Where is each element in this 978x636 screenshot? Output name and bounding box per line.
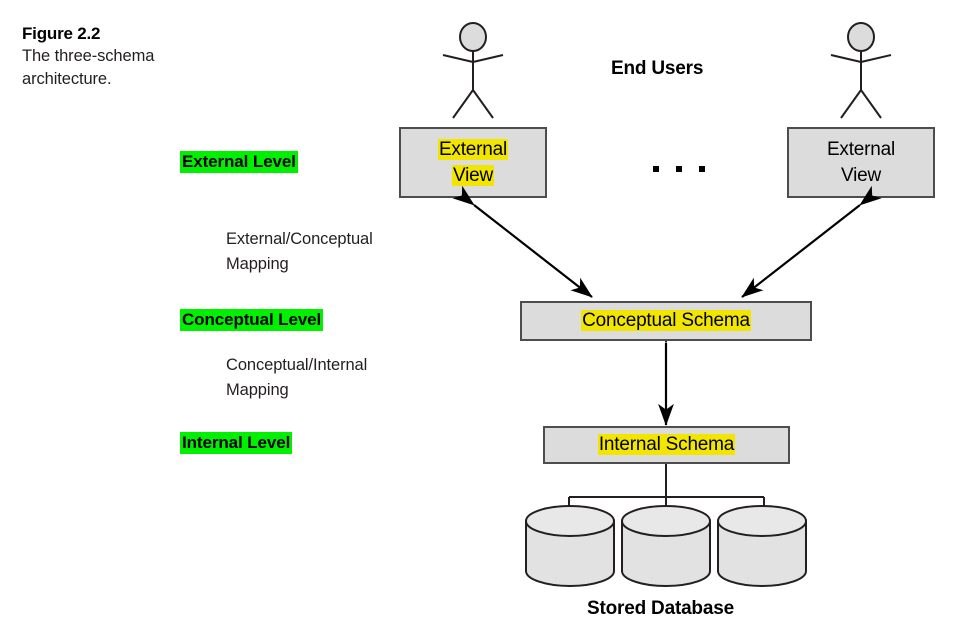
figure-caption: Figure 2.2 The three-schema architecture…: [22, 22, 222, 91]
ellipsis-dot: [653, 166, 659, 172]
database-cylinder-icon: [524, 505, 616, 587]
label-conceptual-internal-mapping: Conceptual/Internal Mapping: [226, 353, 367, 403]
box-conceptual-schema-label: Conceptual Schema: [581, 310, 751, 331]
box-line-2: View: [840, 164, 882, 186]
figure-number: Figure 2.2: [22, 24, 101, 43]
box-internal-schema[interactable]: Internal Schema: [543, 426, 790, 464]
arrow-external-left-to-conceptual: [452, 185, 593, 298]
label-conceptual-level: Conceptual Level: [180, 309, 324, 331]
ellipsis-dot: [699, 166, 705, 172]
heading-stored-database: Stored Database: [587, 598, 734, 619]
mapping-line-1: Conceptual/Internal: [226, 356, 368, 374]
figure-description: The three-schema architecture.: [22, 47, 155, 88]
box-conceptual-schema[interactable]: Conceptual Schema: [520, 301, 812, 341]
box-line-2: View: [451, 164, 495, 186]
ellipsis-dots: [653, 166, 705, 172]
box-line-1: External: [437, 138, 509, 160]
label-conceptual-level-text: Conceptual Level: [180, 309, 324, 331]
database-cylinder-icon: [620, 505, 712, 587]
box-internal-schema-text: Internal Schema: [597, 432, 736, 458]
box-internal-schema-label: Internal Schema: [597, 434, 736, 455]
mapping-line-1: External/Conceptual: [226, 230, 373, 248]
arrow-external-right-to-conceptual: [741, 185, 882, 298]
box-conceptual-schema-text: Conceptual Schema: [581, 308, 751, 334]
box-external-view-left-text: External View: [437, 137, 509, 189]
label-external-level: External Level: [180, 151, 298, 173]
mapping-line-2: Mapping: [226, 255, 289, 273]
box-external-view-right-text: External View: [827, 137, 895, 189]
stick-figure-icon: [825, 22, 905, 122]
label-external-conceptual-mapping: External/Conceptual Mapping: [226, 227, 373, 277]
database-cylinder-icon: [716, 505, 808, 587]
heading-end-users: End Users: [611, 58, 704, 79]
label-external-level-text: External Level: [180, 151, 298, 173]
mapping-line-2: Mapping: [226, 381, 289, 399]
label-internal-level: Internal Level: [180, 432, 293, 454]
ellipsis-dot: [676, 166, 682, 172]
label-internal-level-text: Internal Level: [180, 432, 293, 454]
stick-figure-icon: [437, 22, 517, 122]
box-line-1: External: [826, 138, 896, 160]
